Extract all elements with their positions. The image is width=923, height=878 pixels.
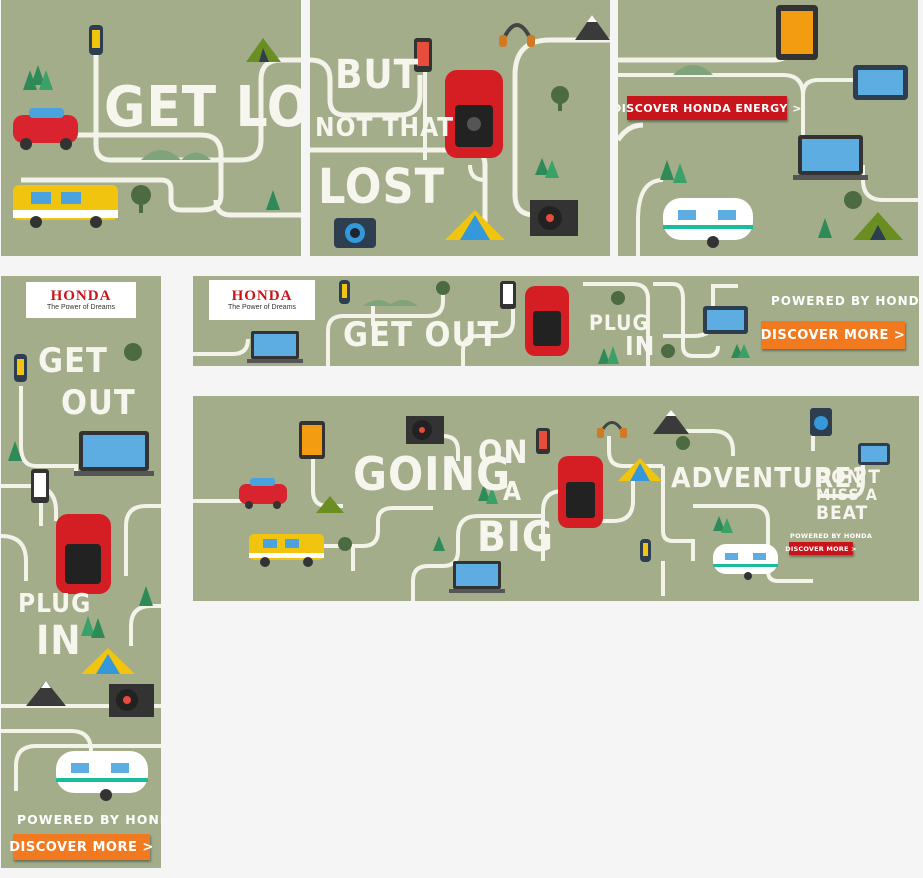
- tent-icon: [445, 210, 505, 240]
- headline-big: BIG: [477, 512, 554, 561]
- headline-in: IN: [36, 618, 82, 664]
- banner-top-panel-1[interactable]: GET LOST: [1, 0, 301, 256]
- headline-beat: BEAT: [816, 502, 869, 524]
- headline-out: OUT: [61, 383, 136, 423]
- discover-more-button[interactable]: DISCOVER MORE >: [761, 321, 905, 349]
- laptop-icon: [793, 135, 868, 180]
- leaderboard-ad[interactable]: HONDA The Power of Dreams GET OUT PLUG I…: [193, 276, 919, 366]
- headline-lost: LOST: [318, 159, 446, 215]
- generator-icon: [558, 456, 603, 528]
- discover-more-button[interactable]: DISCOVER MORE >: [785, 542, 857, 555]
- headline-going: GOING: [353, 447, 512, 501]
- caravan-icon: [713, 544, 778, 580]
- camera-icon: [810, 408, 832, 436]
- laptop-icon: [449, 561, 505, 593]
- powered-by-honda: POWERED BY HONDA: [771, 294, 919, 308]
- headline-miss-a: MISS A: [816, 485, 878, 504]
- motorhome-icon: [249, 534, 324, 567]
- lantern-icon: [14, 354, 27, 382]
- phone-icon: [536, 428, 550, 454]
- headphones-icon: [597, 421, 627, 438]
- headline-on: ON: [478, 433, 529, 471]
- honda-logo-wordmark: HONDA: [231, 287, 293, 304]
- honda-logo[interactable]: HONDA The Power of Dreams: [26, 282, 136, 318]
- turntable-icon: [109, 684, 154, 717]
- phone-icon: [31, 469, 49, 503]
- honda-logo-tagline: The Power of Dreams: [227, 303, 297, 311]
- road-map-illustration: [193, 280, 750, 366]
- lantern-icon: [640, 539, 651, 562]
- headline-plug: PLUG: [18, 589, 92, 619]
- turntable-icon: [406, 416, 444, 444]
- headline-get-lost: GET LOST: [104, 75, 301, 140]
- motorhome-icon: [13, 185, 118, 228]
- powered-by-honda: POWERED BY HONDA: [790, 532, 873, 540]
- caravan-icon: [663, 198, 753, 248]
- caravan-icon: [56, 751, 148, 801]
- headline-in: IN: [625, 332, 656, 362]
- headline-a: A: [503, 477, 523, 507]
- headline-plug: PLUG: [589, 311, 649, 335]
- generator-icon: [445, 70, 503, 158]
- headline-adventure: ADVENTURE?: [671, 461, 869, 494]
- car-icon: [13, 108, 78, 150]
- generator-icon: [56, 514, 111, 594]
- radio-icon: [858, 443, 890, 465]
- honda-logo-wordmark: HONDA: [50, 287, 112, 304]
- camera-icon: [334, 218, 376, 248]
- banner-top-panel-2[interactable]: BUT NOT THAT LOST: [310, 0, 610, 256]
- road-map-illustration: [13, 25, 301, 228]
- honda-logo[interactable]: HONDA The Power of Dreams: [209, 280, 315, 320]
- tablet-icon: [299, 421, 325, 459]
- phone-icon: [414, 38, 432, 72]
- billboard-ad[interactable]: GOING ON A BIG ADVENTURE? DON'T MISS A B…: [193, 396, 919, 601]
- skyscraper-ad[interactable]: HONDA The Power of Dreams GET OUT PLUG I…: [1, 276, 161, 868]
- turntable-icon: [530, 200, 578, 236]
- headline-get: GET: [38, 341, 108, 381]
- phone-icon: [500, 281, 516, 309]
- discover-more-button[interactable]: DISCOVER MORE >: [9, 834, 153, 860]
- road-map-illustration: [193, 408, 890, 601]
- radio-icon: [703, 306, 748, 334]
- discover-honda-energy-button[interactable]: DISCOVER HONDA ENERGY >: [618, 96, 801, 120]
- powered-by-honda: POWERED BY HONDA: [17, 812, 161, 827]
- generator-icon: [525, 286, 569, 356]
- lantern-icon: [89, 25, 103, 55]
- laptop-icon: [247, 331, 303, 363]
- headline-but: BUT: [335, 52, 420, 98]
- car-icon: [239, 478, 287, 509]
- road-map-illustration: [618, 5, 918, 256]
- headphones-icon: [499, 23, 535, 47]
- tent-icon: [81, 648, 135, 674]
- tablet-icon: [776, 5, 818, 60]
- honda-logo-tagline: The Power of Dreams: [46, 303, 116, 311]
- road-map-illustration: [310, 15, 610, 248]
- laptop-icon: [74, 431, 154, 476]
- headline-get-out: GET OUT: [343, 315, 500, 355]
- headline-not-that: NOT THAT: [315, 113, 455, 143]
- road-map-illustration: [1, 343, 161, 801]
- radio-icon: [853, 65, 908, 100]
- banner-top-panel-3[interactable]: DISCOVER HONDA ENERGY >: [618, 0, 918, 256]
- lantern-icon: [339, 280, 350, 304]
- tent-icon: [618, 458, 662, 481]
- headline-dont: DON'T: [816, 466, 881, 488]
